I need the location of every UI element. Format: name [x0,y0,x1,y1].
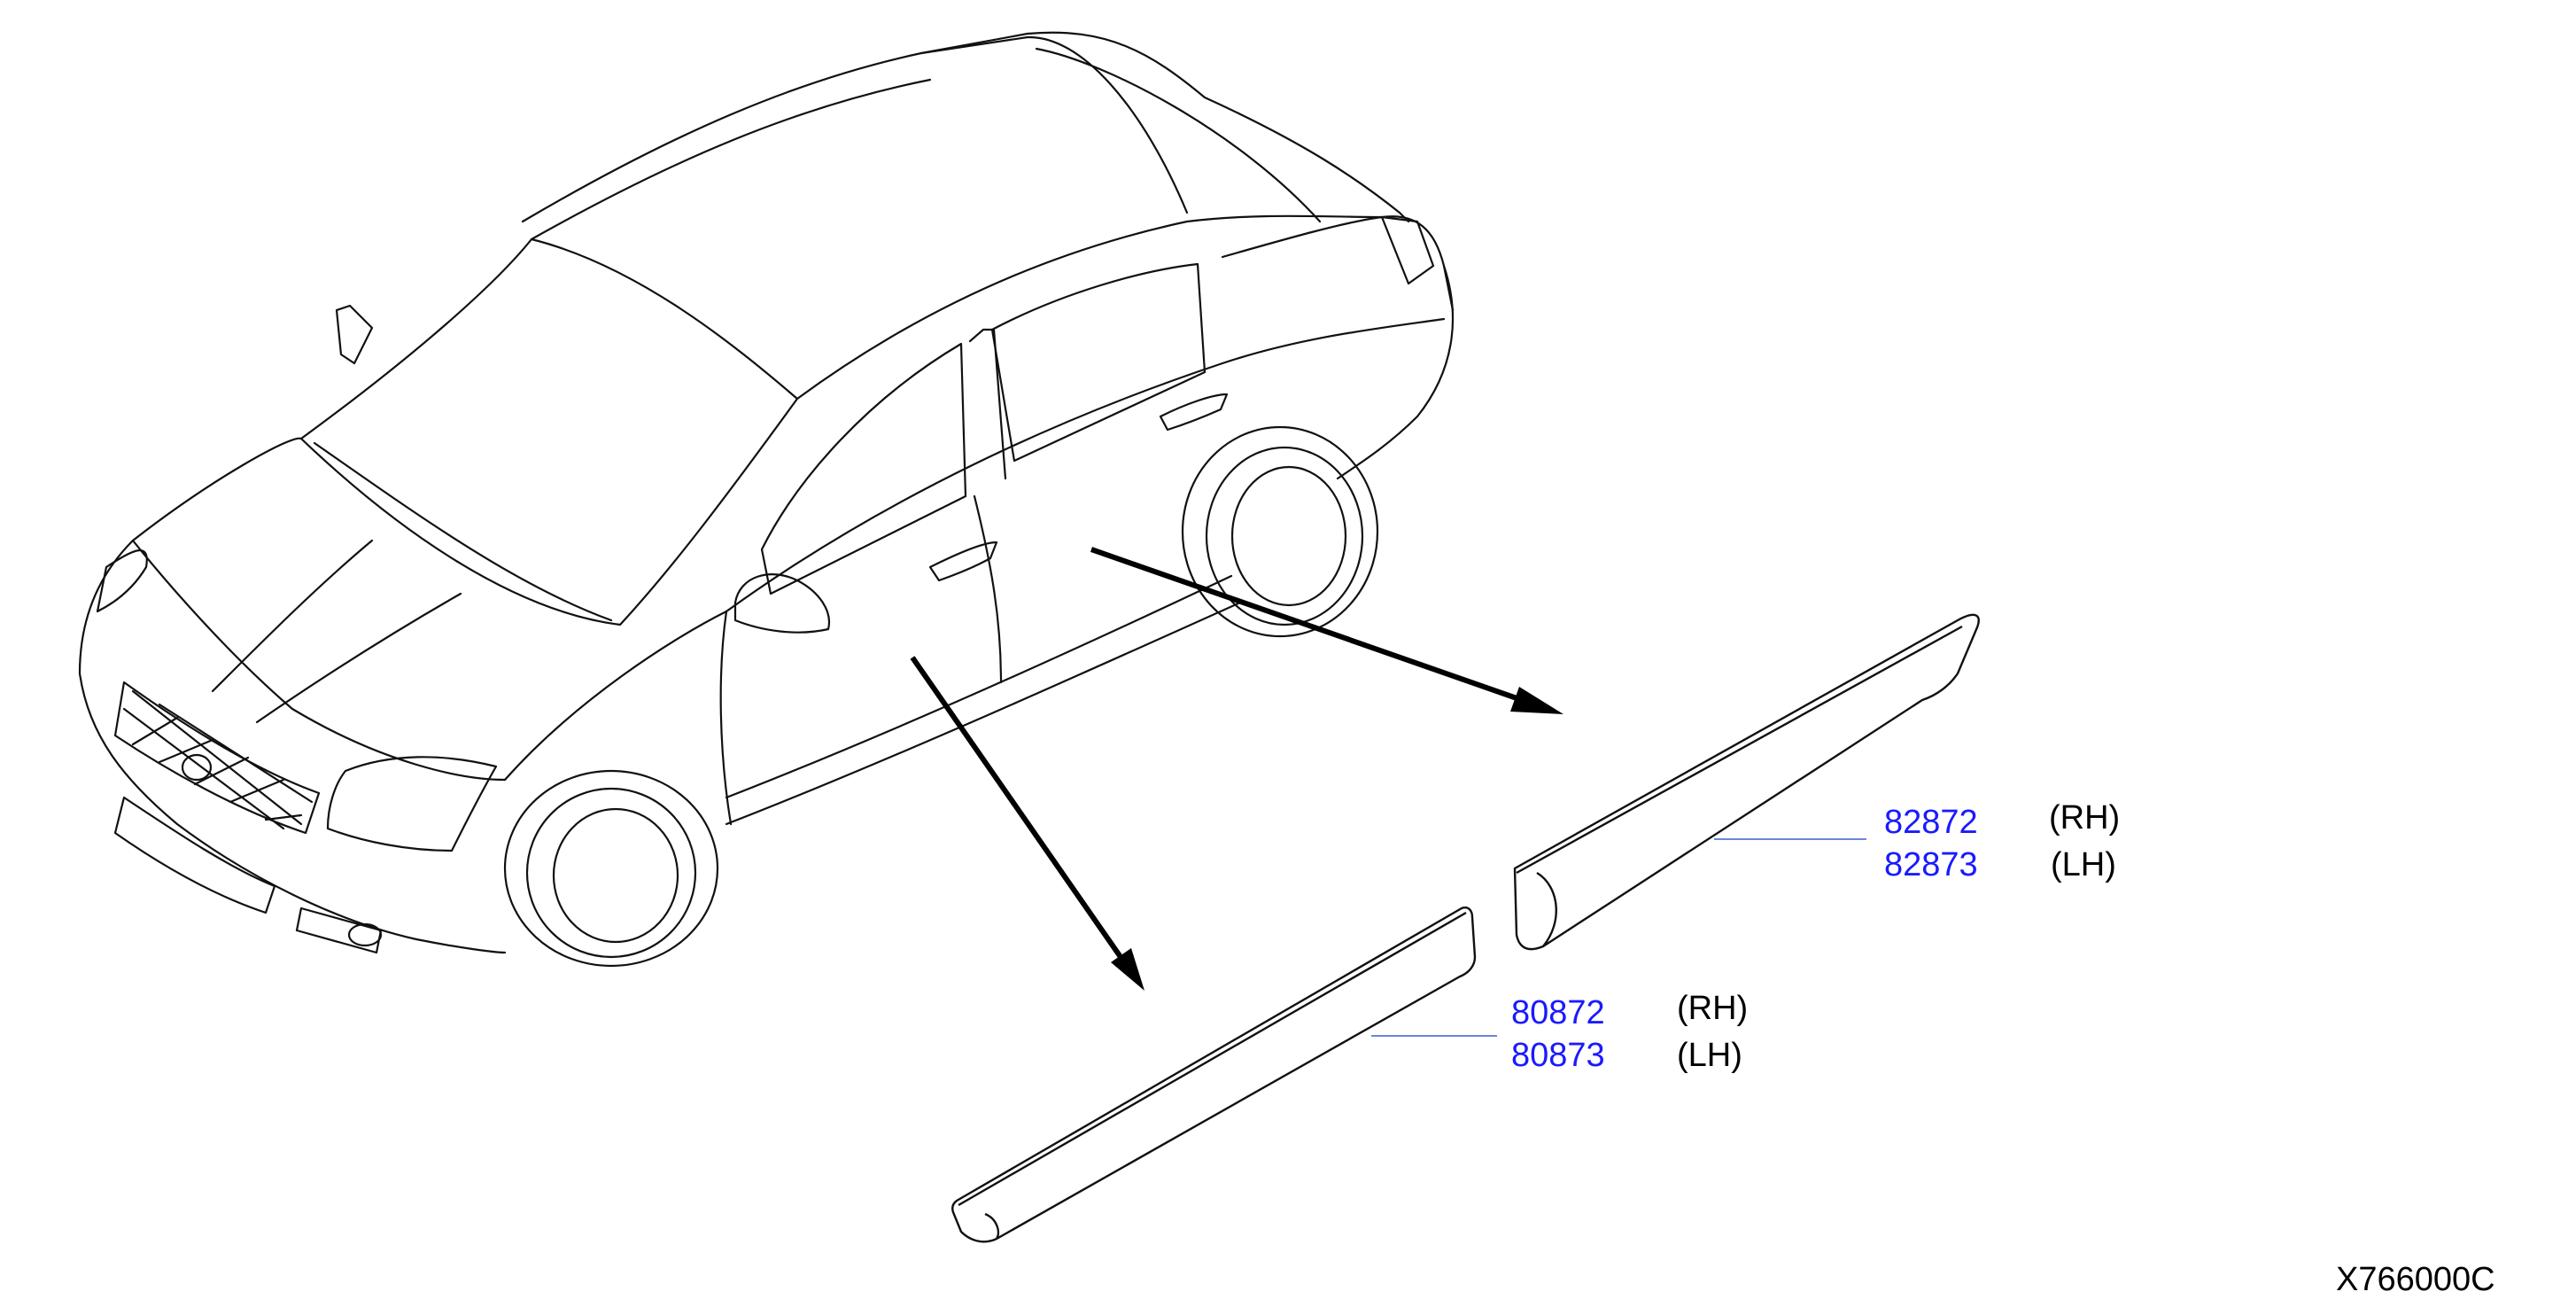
body-beltline [725,317,1446,613]
front-wheel [525,787,697,959]
rocker-panel [725,601,1242,826]
front-side-window [760,342,967,595]
door-bottom-line [725,574,1233,799]
rear-wheel-arch [1181,425,1379,638]
rear-door-molding-edge [1516,625,1963,947]
emblem [181,753,213,782]
front-door-molding-edge [958,911,1467,1240]
b-pillar [968,328,1007,480]
fog-lamp-lens [347,922,383,947]
rear-wheel-rim [1230,465,1347,607]
hood-outline [131,437,507,782]
front-door-handle [928,541,998,582]
side-mirror [733,573,831,634]
windshield [299,237,799,626]
side-label: (RH) [1677,990,1748,1027]
arrow-to-front-molding [910,656,1144,991]
hood-edge [503,610,728,782]
front-door-molding [951,906,1477,1243]
headlight-right [326,756,498,852]
part-number-link[interactable]: 80872 [1511,994,1605,1031]
taillight [1380,215,1435,285]
front-wheel-arch [503,769,719,968]
arrow-to-rear-molding [1090,547,1563,714]
trunk-line [1221,215,1455,312]
antenna [335,304,374,365]
side-label: (LH) [2051,846,2116,883]
illustration-code: X766000C [2336,1261,2495,1298]
part-number-link[interactable]: 80873 [1511,1037,1605,1074]
headlight-left [96,549,148,613]
lower-intake [113,796,276,914]
front-wheel-rim [552,807,679,944]
fog-light [295,906,383,954]
rear-side-window [990,262,1207,463]
rear-door-molding-body [1513,613,1980,951]
hood-crease-2 [255,592,462,724]
grille [113,681,321,835]
side-label: (RH) [2049,799,2120,836]
part-number-link[interactable]: 82872 [1884,804,1978,841]
roof-rear-edge [1035,47,1322,223]
hood-crease-1 [211,539,374,693]
car-illustration [78,31,1455,968]
front-door-seam [973,494,1003,684]
part-number-link[interactable]: 82873 [1884,846,1978,883]
grille-mesh [122,689,314,830]
rear-door-molding [1513,613,1980,951]
roof-outline [521,31,1410,223]
rear-door-handle [1159,393,1229,432]
rear-wheel [1205,446,1364,626]
rear-bumper [1336,264,1455,480]
front-fascia [78,539,507,954]
front-door-molding-body [951,906,1477,1243]
side-label: (LH) [1677,1037,1742,1074]
roof-rail [530,78,1384,401]
roof-panel-line [919,35,1189,214]
windshield-inner [313,441,613,622]
front-door-leading-edge [719,610,733,826]
